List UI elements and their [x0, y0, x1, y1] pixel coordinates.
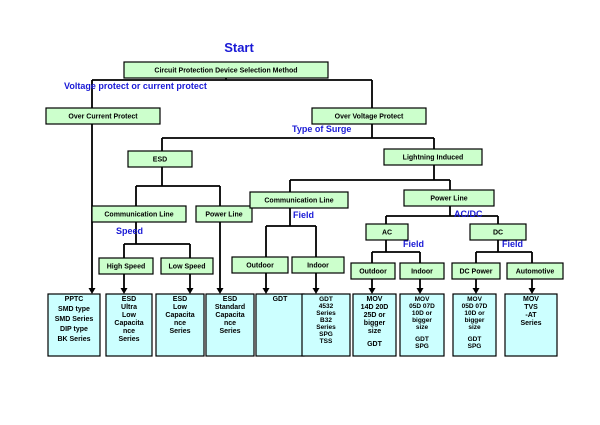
connector-arrow	[472, 279, 480, 294]
node-label: Circuit Protection Device Selection Meth…	[154, 68, 297, 75]
q-protect-label: Voltage protect or current protect	[64, 81, 207, 91]
q-surge-label: Type of Surge	[292, 124, 351, 134]
node-label: High Speed	[107, 264, 146, 271]
node-label: Indoor	[411, 269, 433, 276]
node-outdoor-ac: Outdoor	[350, 262, 396, 280]
node-automotive: Automotive	[506, 262, 564, 280]
decision-nodes: Circuit Protection Device Selection Meth…	[45, 61, 564, 280]
node-label: ESD	[153, 157, 167, 164]
connector-arrow	[368, 279, 376, 294]
connector-arrow	[312, 273, 320, 294]
node-dc: DC	[469, 223, 527, 241]
node-label: Lightning Induced	[403, 155, 464, 162]
node-dc-power: DC Power	[451, 262, 501, 280]
q-field-dc-label: Field	[502, 239, 523, 249]
node-ac: AC	[365, 223, 409, 241]
node-label: Outdoor	[359, 269, 387, 276]
connector-arrow	[416, 279, 424, 294]
node-label: Communication Line	[104, 212, 173, 219]
node-label: Indoor	[307, 263, 329, 270]
node-indoor-ac: Indoor	[399, 262, 445, 280]
node-label: Power Line	[430, 196, 467, 203]
node-label: Outdoor	[246, 263, 274, 270]
node-over-current: Over Current Protect	[45, 107, 161, 125]
node-root: Circuit Protection Device Selection Meth…	[123, 61, 329, 79]
node-label: Communication Line	[264, 198, 333, 205]
q-field-ac-label: Field	[403, 239, 424, 249]
node-label: AC	[382, 230, 392, 237]
node-label: Automotive	[516, 269, 555, 276]
node-power-line-esd: Power Line	[195, 205, 253, 223]
node-lightning: Lightning Induced	[383, 148, 483, 166]
connector-arrow	[186, 274, 194, 294]
start-title-label: Start	[224, 40, 254, 55]
node-esd: ESD	[127, 150, 193, 168]
node-high-speed: High Speed	[98, 257, 154, 275]
result-gdt-out: GDT	[255, 293, 305, 357]
connector-arrow	[216, 222, 224, 294]
node-indoor-comm: Indoor	[291, 256, 345, 274]
node-label: Over Voltage Protect	[335, 114, 404, 121]
node-comm-line-esd: Communication Line	[91, 205, 187, 223]
result-text: GDT	[273, 296, 289, 303]
node-outdoor-comm: Outdoor	[231, 256, 289, 274]
connector-arrow	[528, 279, 536, 294]
node-comm-line-li: Communication Line	[249, 191, 349, 209]
q-acdc-label: AC/DC	[454, 209, 483, 219]
node-label: DC	[493, 230, 503, 237]
connector-lines	[91, 78, 533, 263]
node-low-speed: Low Speed	[160, 257, 214, 275]
connector-arrow	[262, 273, 270, 294]
node-power-line-li: Power Line	[403, 189, 495, 207]
node-over-voltage: Over Voltage Protect	[311, 107, 427, 125]
node-label: Over Current Protect	[68, 114, 138, 121]
connector-arrow	[120, 274, 128, 294]
q-speed-label: Speed	[116, 226, 143, 236]
q-field-comm-label: Field	[293, 210, 314, 220]
node-label: Low Speed	[169, 264, 206, 271]
node-label: DC Power	[459, 269, 492, 276]
node-label: Power Line	[205, 212, 242, 219]
